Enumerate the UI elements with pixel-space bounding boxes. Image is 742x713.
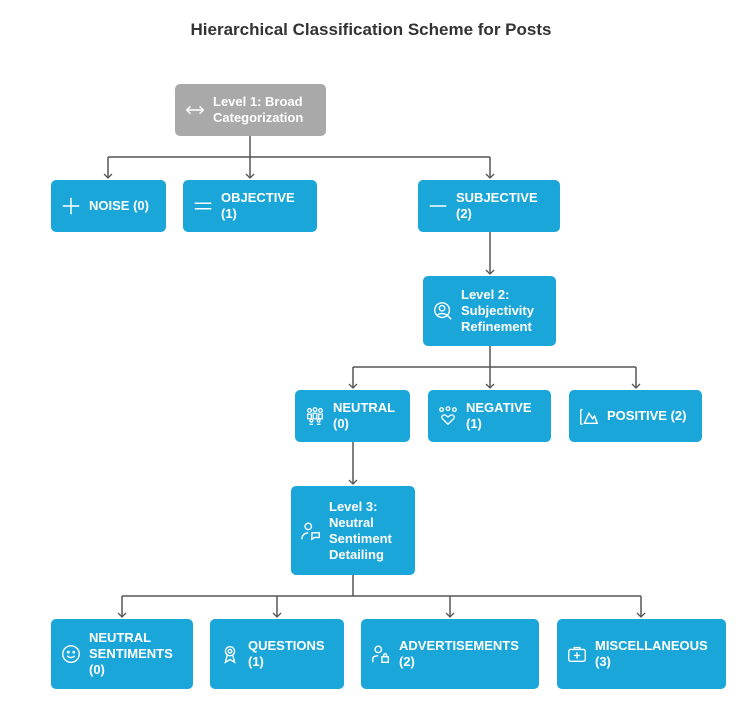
- negative-node: NEGATIVE (1): [428, 390, 551, 442]
- plus-icon: [59, 194, 83, 218]
- minus-icon: [426, 194, 450, 218]
- diagram-title: Hierarchical Classification Scheme for P…: [190, 20, 552, 39]
- level-2-node: Level 2: Subjectivity Refinement: [423, 276, 556, 346]
- neutral-sentiments-label: NEUTRAL SENTIMENTS (0): [89, 630, 173, 677]
- neutral-sentiments-node: NEUTRAL SENTIMENTS (0): [51, 619, 193, 689]
- level-3-node: Level 3: Neutral Sentiment Detailing: [291, 486, 415, 575]
- group-icon: [303, 404, 327, 428]
- subjective-label: SUBJECTIVE (2): [456, 190, 538, 221]
- miscellaneous-node: MISCELLANEOUS (3): [557, 619, 726, 689]
- questions-label: QUESTIONS (1): [248, 638, 325, 669]
- person-lock-icon: [369, 642, 393, 666]
- noise-node: NOISE (0): [51, 180, 166, 232]
- person-search-icon: [431, 299, 455, 323]
- positive-node: POSITIVE (2): [569, 390, 702, 442]
- advertisements-label: ADVERTISEMENTS (2): [399, 638, 519, 669]
- level-2-label: Level 2: Subjectivity Refinement: [461, 287, 534, 334]
- level-3-label: Level 3: Neutral Sentiment Detailing: [329, 498, 392, 562]
- level-1-label: Level 1: Broad Categorization: [213, 94, 304, 125]
- questions-node: QUESTIONS (1): [210, 619, 344, 689]
- noise-label: NOISE (0): [89, 198, 149, 213]
- objective-label: OBJECTIVE (1): [221, 190, 295, 221]
- negative-label: NEGATIVE (1): [466, 400, 532, 431]
- level-1-node: Level 1: Broad Categorization: [175, 84, 326, 136]
- medkit-icon: [565, 642, 589, 666]
- mountain-icon: [577, 404, 601, 428]
- miscellaneous-label: MISCELLANEOUS (3): [595, 638, 708, 669]
- person-chat-icon: [299, 519, 323, 543]
- group-heart-icon: [436, 404, 460, 428]
- positive-label: POSITIVE (2): [607, 408, 687, 423]
- equals-icon: [191, 194, 215, 218]
- advertisements-node: ADVERTISEMENTS (2): [361, 619, 539, 689]
- subjective-node: SUBJECTIVE (2): [418, 180, 560, 232]
- objective-node: OBJECTIVE (1): [183, 180, 317, 232]
- neutral-label: NEUTRAL (0): [333, 400, 395, 431]
- double-arrow-icon: [183, 98, 207, 122]
- smiley-icon: [59, 642, 83, 666]
- award-icon: [218, 642, 242, 666]
- neutral-node: NEUTRAL (0): [295, 390, 410, 442]
